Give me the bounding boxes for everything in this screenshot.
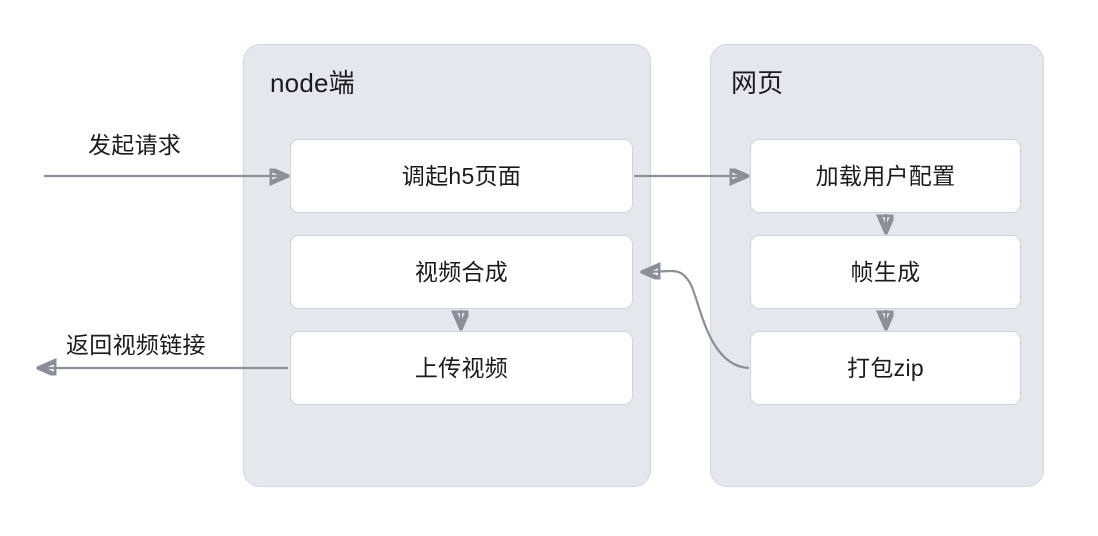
node-upload-video-label: 上传视频	[414, 354, 509, 381]
node-package-zip[interactable]: 打包zip	[750, 331, 1021, 405]
node-frame-generate-label: 帧生成	[850, 258, 921, 285]
edge-label-request-in: 发起请求	[88, 132, 182, 158]
node-invoke-h5[interactable]: 调起h5页面	[290, 139, 633, 213]
node-package-zip-label: 打包zip	[847, 354, 924, 381]
edge-label-video-link-out: 返回视频链接	[66, 332, 206, 358]
node-video-compose[interactable]: 视频合成	[290, 235, 633, 309]
node-frame-generate[interactable]: 帧生成	[750, 235, 1021, 309]
node-invoke-h5-label: 调起h5页面	[401, 162, 522, 189]
node-upload-video[interactable]: 上传视频	[290, 331, 633, 405]
node-load-user-config[interactable]: 加载用户配置	[750, 139, 1021, 213]
node-video-compose-label: 视频合成	[414, 258, 509, 285]
group-title-node-server: node端	[270, 68, 355, 98]
node-load-user-config-label: 加载用户配置	[815, 162, 956, 189]
group-title-web-page: 网页	[731, 68, 784, 98]
